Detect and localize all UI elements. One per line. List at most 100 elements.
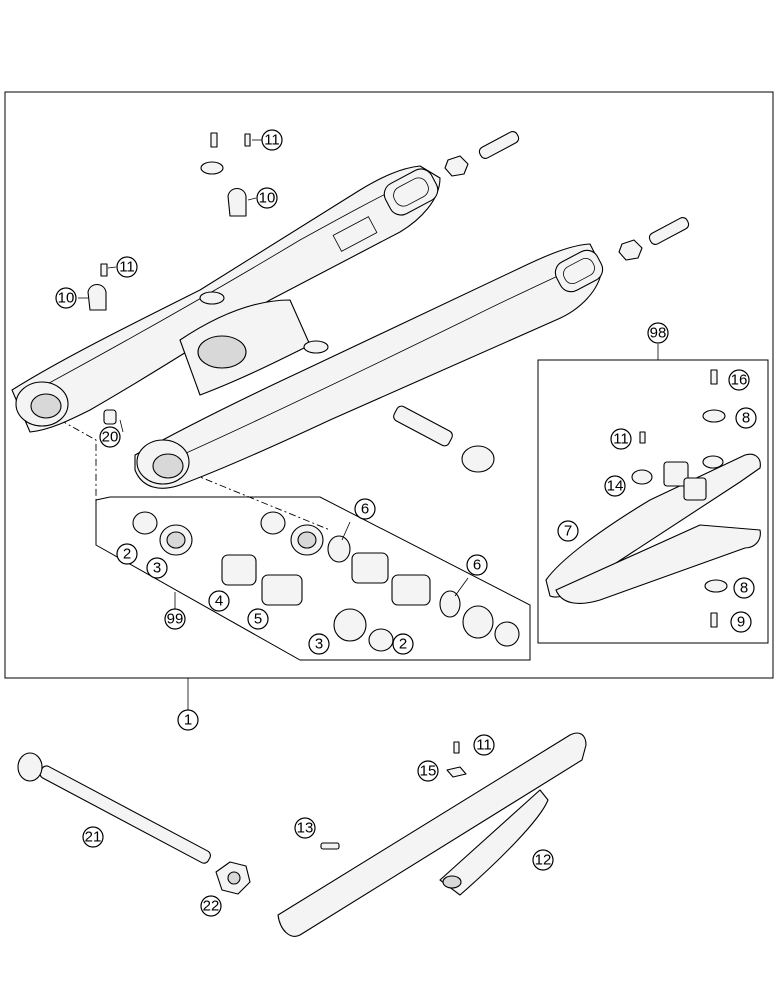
bolt-11-guide <box>639 431 646 444</box>
bolt-11-top-b <box>244 133 251 147</box>
callout-99-label: 99 <box>167 611 184 628</box>
bolt-9 <box>710 612 718 628</box>
callout-8-upper: 8 <box>735 407 757 429</box>
callout-21: 21 <box>82 826 104 848</box>
adjuster-nut-upper <box>444 155 469 177</box>
callout-6-lower: 6 <box>466 554 488 576</box>
callout-11-left-label: 11 <box>119 259 135 276</box>
callout-11-guide-label: 11 <box>613 431 629 448</box>
callout-2-right-label: 2 <box>399 636 407 653</box>
callout-15-label: 15 <box>420 763 437 780</box>
callout-12-label: 12 <box>535 852 552 869</box>
bearing-3-lower <box>333 608 367 642</box>
chain-guide-block-a <box>663 461 689 487</box>
pivot-axle-21 <box>39 765 211 864</box>
callout-4: 4 <box>208 590 230 612</box>
callout-99: 99 <box>164 608 186 630</box>
callout-22-label: 22 <box>203 898 220 915</box>
callout-14: 14 <box>604 475 626 497</box>
callout-15: 15 <box>417 760 439 782</box>
chain-slider-fin <box>439 789 549 896</box>
screw-13 <box>320 842 340 850</box>
bolt-11-left <box>100 263 108 277</box>
callout-98: 98 <box>647 322 669 344</box>
bolt-11-top-a <box>210 132 218 148</box>
pivot-axle-head <box>17 752 43 782</box>
grommet-20 <box>103 409 117 425</box>
bearing-kit <box>132 511 520 652</box>
callout-10-upper-label: 10 <box>259 190 276 207</box>
callout-16-label: 16 <box>731 372 748 389</box>
clip-10-left <box>87 283 107 311</box>
washer-15 <box>446 766 467 778</box>
callout-11-guide: 11 <box>610 428 632 450</box>
pivot-cover <box>393 405 495 473</box>
callout-3-right-label: 3 <box>315 636 323 653</box>
callout-16: 16 <box>728 369 750 391</box>
callout-7-label: 7 <box>564 523 572 540</box>
swingarm-mount-right <box>303 340 329 354</box>
washer-6-right <box>439 590 461 618</box>
callout-2-left-label: 2 <box>123 546 131 563</box>
callout-1: 1 <box>177 709 199 731</box>
pivot-bore-right <box>152 453 184 479</box>
pivot-sleeve <box>393 405 453 447</box>
callout-3-left-label: 3 <box>153 560 161 577</box>
swingarm-left-arm <box>11 165 441 433</box>
leader-6a <box>341 521 351 541</box>
leader-20 <box>119 419 124 433</box>
bearing-3-right <box>462 605 494 639</box>
swingarm-right-slot <box>563 257 595 285</box>
swingarm-assembly-frame <box>4 91 774 679</box>
adjuster-bolt-upper <box>478 131 520 159</box>
callout-11-left: 11 <box>116 256 138 278</box>
callout-10-upper: 10 <box>256 187 278 209</box>
callout-13: 13 <box>294 817 316 839</box>
callout-10-left: 10 <box>55 287 77 309</box>
callout-11-top: 11 <box>261 129 283 151</box>
callout-3-right: 3 <box>308 633 330 655</box>
swingarm-cross-hole <box>197 335 247 369</box>
callout-21-label: 21 <box>85 829 102 846</box>
callout-2-left: 2 <box>116 543 138 565</box>
chain-guide-frame <box>537 359 769 644</box>
pivot-cap <box>461 445 495 473</box>
swingarm-left-slot <box>393 177 429 207</box>
callout-12: 12 <box>532 849 554 871</box>
adjuster-nut-lower <box>618 239 643 261</box>
adjuster-bolt-lower <box>648 217 690 245</box>
callout-20-label: 20 <box>102 429 119 446</box>
bearing-3-left-bore <box>166 531 186 549</box>
sleeve-5b <box>391 574 431 606</box>
sleeve-4b <box>351 552 389 584</box>
chain-slider <box>277 732 587 937</box>
callout-9-label: 9 <box>737 614 745 631</box>
callout-13-label: 13 <box>297 820 314 837</box>
sleeve-5 <box>261 574 303 606</box>
washer-6-left <box>327 535 351 563</box>
callout-7: 7 <box>557 520 579 542</box>
callout-11-slider-label: 11 <box>476 737 492 754</box>
axis-line-left <box>59 419 97 500</box>
callout-22: 22 <box>200 895 222 917</box>
pivot-bore-left <box>30 393 62 419</box>
callout-8-upper-label: 8 <box>742 410 750 427</box>
callout-5-label: 5 <box>254 611 262 628</box>
callout-20: 20 <box>99 426 121 448</box>
callout-4-label: 4 <box>215 593 223 610</box>
chain-guide-mount <box>702 455 724 469</box>
seal-2-right <box>494 621 520 647</box>
swingarm-right-edge <box>174 267 576 459</box>
callout-14-label: 14 <box>607 478 624 495</box>
callout-6-upper: 6 <box>354 498 376 520</box>
chain-slider-slot <box>442 875 462 889</box>
washer-top <box>200 161 224 175</box>
seal-2-mid <box>260 511 286 535</box>
callout-6-upper-label: 6 <box>361 501 369 518</box>
callout-3-left: 3 <box>146 557 168 579</box>
bearing-kit-frame <box>95 496 531 661</box>
swingarm <box>11 165 604 489</box>
leader-lines <box>78 139 469 597</box>
